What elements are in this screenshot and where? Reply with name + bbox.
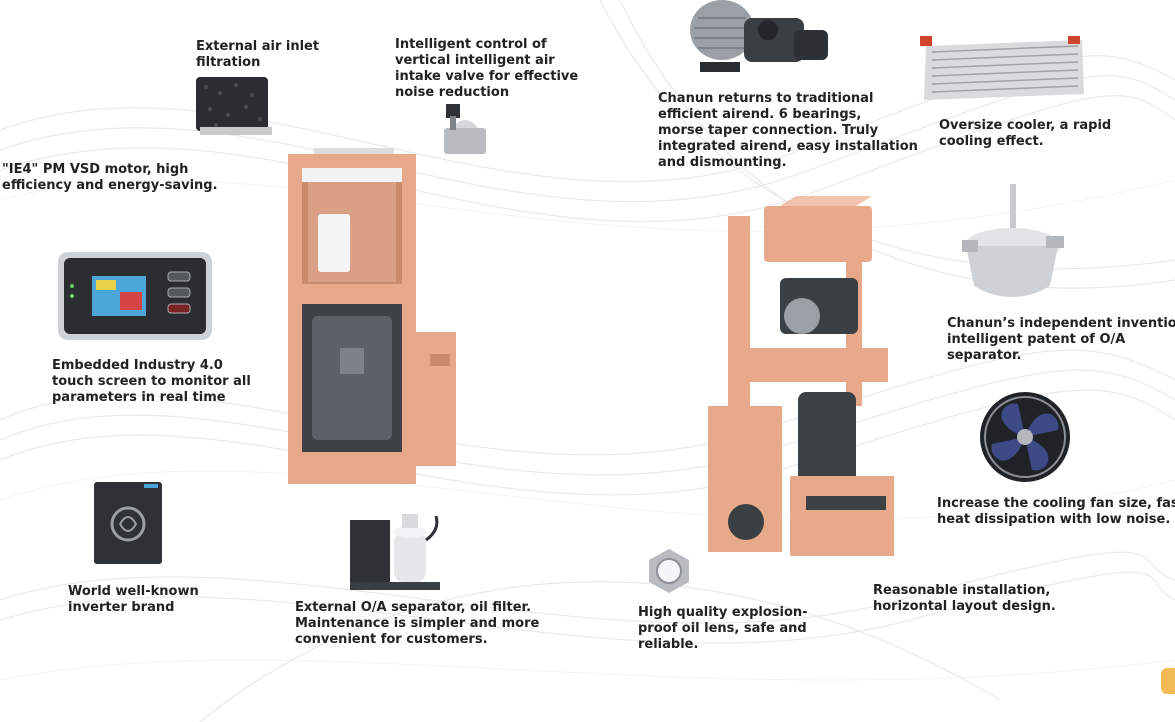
airend-icon <box>690 0 828 72</box>
separator-filter-assembly-icon <box>350 514 440 590</box>
caption-oa-separator-patent: Chanun’s independent invention intellige… <box>947 316 1175 363</box>
caption-air-inlet-filtration: External air inlet filtration <box>196 39 320 70</box>
caption-airend: Chanun returns to traditional efficient … <box>658 91 918 170</box>
caption-installation-layout: Reasonable installation, horizontal layo… <box>873 583 1056 614</box>
oil-lens-nut-icon <box>649 549 689 593</box>
caption-inverter-brand: World well-known inverter brand <box>68 584 199 615</box>
exploded-compressor-icon <box>708 196 894 556</box>
caption-touch-screen: Embedded Industry 4.0 touch screen to mo… <box>52 358 251 405</box>
inverter-icon <box>94 482 162 564</box>
compressor-cabinet-icon <box>288 148 456 484</box>
caption-external-separator: External O/A separator, oil filter. Main… <box>295 600 540 647</box>
cooling-fan-icon <box>980 392 1070 482</box>
caption-oil-lens: High quality explosion- proof oil lens, … <box>638 605 808 652</box>
edge-tab <box>1161 668 1175 694</box>
caption-motor: "IE4" PM VSD motor, high efficiency and … <box>2 162 218 193</box>
caption-cooling-fan: Increase the cooling fan size, fast heat… <box>937 496 1175 527</box>
touch-screen-panel-icon <box>58 252 212 340</box>
intake-valve-icon <box>444 104 486 154</box>
caption-cooler: Oversize cooler, a rapid cooling effect. <box>939 118 1112 149</box>
cooler-radiator-icon <box>920 36 1084 100</box>
caption-intake-valve: Intelligent control of vertical intellig… <box>395 37 579 100</box>
foam-filter-icon <box>196 77 272 135</box>
oa-separator-icon <box>962 184 1064 297</box>
